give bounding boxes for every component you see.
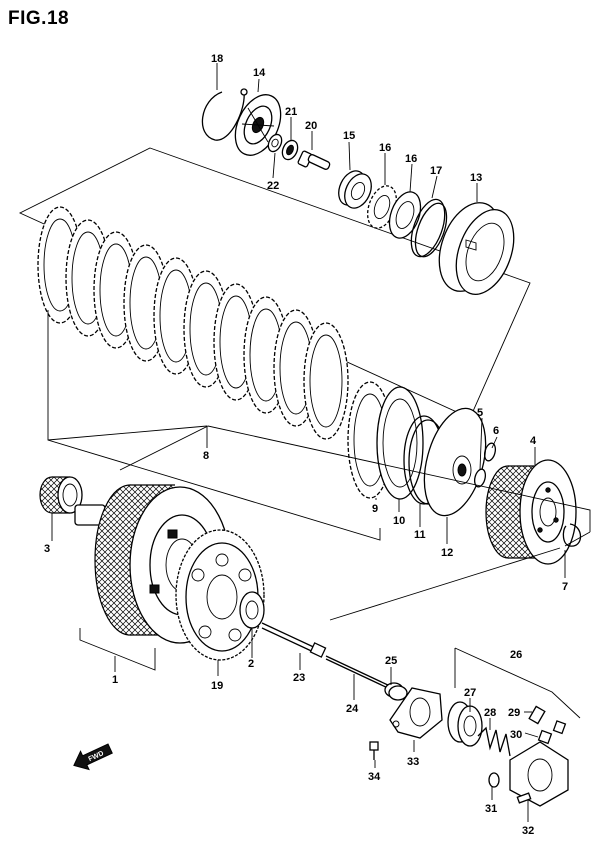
part-callouts: 1 2 3 4 5 6 7 8 9 10 11 12 13 14 15 16 1… [44, 53, 568, 837]
callout-31: 31 [485, 803, 497, 815]
callout-15: 15 [343, 130, 355, 142]
part-26-bracket [454, 647, 581, 719]
callout-33: 33 [407, 756, 419, 768]
callout-18: 18 [211, 53, 223, 65]
part-16-washer-b [388, 191, 422, 239]
part-10-driven-plate [376, 386, 424, 500]
clutch-plate-stack [37, 206, 424, 500]
callout-23: 23 [293, 672, 305, 684]
part-32-release-cylinder [509, 741, 569, 807]
callout-28: 28 [484, 707, 496, 719]
callout-2: 2 [248, 658, 254, 670]
part-12-plate [423, 407, 487, 517]
callout-12: 12 [441, 547, 453, 559]
part-23-push-rod [261, 622, 327, 658]
callout-7: 7 [562, 581, 568, 593]
part-28-spring [477, 726, 511, 757]
part-4-clutch-hub [485, 459, 577, 565]
part-19-gear [175, 529, 265, 661]
part-31-pin [488, 772, 500, 788]
callout-29: 29 [508, 707, 520, 719]
part-25-cap [384, 682, 408, 701]
part-24-push-rod [325, 655, 391, 690]
callout-5: 5 [477, 407, 483, 419]
callout-26: 26 [510, 649, 522, 661]
part-1-bracket [79, 628, 156, 672]
part-5-washer [473, 468, 487, 488]
callout-6: 6 [493, 425, 499, 437]
part-6-spring [483, 442, 497, 462]
callout-4: 4 [530, 435, 537, 447]
part-16-washer-a [367, 185, 397, 229]
figure-title: FIG.18 [8, 8, 70, 29]
callout-30: 30 [510, 729, 522, 741]
callout-25: 25 [385, 655, 397, 667]
callout-13: 13 [470, 172, 482, 184]
callout-14: 14 [253, 67, 266, 79]
part-33-cover [389, 687, 443, 739]
part-30-cap [537, 720, 567, 745]
part-7-circlip [562, 523, 582, 547]
callout-9: 9 [372, 503, 378, 515]
callout-21: 21 [285, 106, 297, 118]
part-18-circlip [201, 88, 248, 141]
callout-27: 27 [464, 687, 476, 699]
callout-32: 32 [522, 825, 534, 837]
leader-lines [51, 63, 566, 822]
part-17-ring [410, 198, 448, 258]
callout-8: 8 [203, 450, 209, 462]
callout-34: 34 [368, 771, 381, 783]
part-27-seal [447, 701, 483, 747]
callout-24: 24 [346, 703, 359, 715]
callout-10: 10 [393, 515, 405, 527]
part-34-bolt [369, 741, 379, 760]
part-2-thrust-washer [239, 591, 265, 629]
forward-arrow-icon: FWD [73, 743, 113, 771]
part-29-bleeder [528, 705, 546, 725]
mid-frame [119, 425, 591, 621]
part-8-bracket [47, 310, 381, 541]
callout-19: 19 [211, 680, 223, 692]
part-15-bearing [338, 170, 372, 209]
part-21-bearing [281, 139, 299, 161]
callout-16a: 16 [379, 142, 391, 154]
callout-3: 3 [44, 543, 50, 555]
callout-20: 20 [305, 120, 317, 132]
callout-16b: 16 [405, 153, 417, 165]
callout-1: 1 [112, 674, 118, 686]
part-22-bearing [267, 133, 283, 153]
part-3-needle-bearing [39, 476, 83, 540]
callout-22: 22 [267, 180, 279, 192]
part-13-sleeve-hub [438, 202, 515, 295]
part-20-push-piece [297, 150, 331, 170]
callout-17: 17 [430, 165, 442, 177]
callout-11: 11 [414, 529, 426, 541]
